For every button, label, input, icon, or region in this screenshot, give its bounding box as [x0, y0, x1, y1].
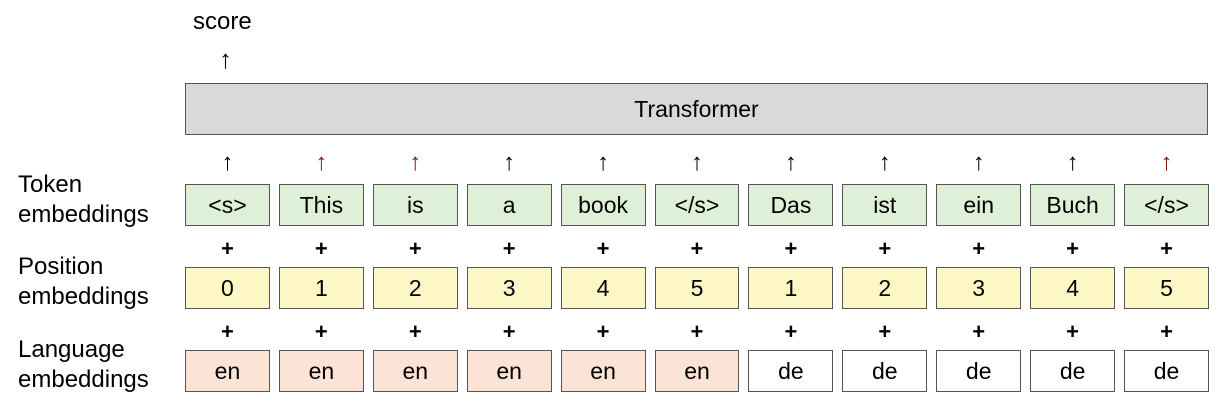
- up-arrow-icon: ↑: [878, 149, 891, 176]
- token-cell: book: [560, 184, 646, 226]
- row-label-line: Language: [18, 336, 125, 363]
- language-cell: en: [278, 350, 364, 392]
- plus-icon: +: [972, 236, 986, 261]
- up-arrow-icon: ↑: [315, 149, 328, 176]
- plus-icon: +: [1066, 236, 1080, 261]
- plus-icon: +: [408, 319, 422, 344]
- language-cell: de: [936, 350, 1022, 392]
- token-embeddings-label: Token embeddings: [18, 170, 149, 230]
- language-cell: en: [466, 350, 552, 392]
- plus-icon: +: [1160, 236, 1173, 261]
- language-cell: en: [560, 350, 646, 392]
- plus-icon: +: [596, 319, 610, 344]
- row-label-line: Token: [18, 171, 83, 198]
- plus-icon: +: [502, 319, 516, 344]
- token-cell: a: [466, 184, 552, 226]
- up-arrow-icon: ↑: [972, 149, 985, 176]
- transformer-block: Transformer: [185, 83, 1208, 135]
- plus-icon: +: [690, 236, 704, 261]
- language-cell: de: [748, 350, 834, 392]
- position-cell: 2: [372, 267, 458, 309]
- token-cell: ist: [842, 184, 928, 226]
- token-cell: <s>: [185, 184, 270, 226]
- token-cell: ein: [936, 184, 1022, 226]
- plus-icon: +: [1066, 319, 1080, 344]
- language-cell: en: [185, 350, 270, 392]
- plus-icon: +: [784, 319, 798, 344]
- up-arrow-icon: ↑: [784, 149, 797, 176]
- token-cell: Das: [748, 184, 834, 226]
- plus-icon: +: [596, 236, 610, 261]
- position-cell: 3: [936, 267, 1022, 309]
- plus-icon: +: [314, 236, 328, 261]
- position-cell: 3: [466, 267, 552, 309]
- up-arrow-icon: ↑: [221, 149, 234, 176]
- row-label-line: Position: [18, 253, 104, 280]
- plus-icon: +: [878, 236, 892, 261]
- position-cell: 1: [748, 267, 834, 309]
- arrows-row: ↑ ↑ ↑ ↑ ↑ ↑ ↑ ↑ ↑ ↑ ↑: [185, 150, 1209, 176]
- plus-icon: +: [878, 319, 892, 344]
- plus-icon: +: [784, 236, 798, 261]
- up-arrow-icon: ↑: [597, 149, 610, 176]
- score-label: score: [193, 8, 252, 35]
- up-arrow-icon: ↑: [1160, 149, 1173, 176]
- language-cell: en: [654, 350, 740, 392]
- position-cell: 4: [1030, 267, 1116, 309]
- position-embeddings-label: Position embeddings: [18, 252, 149, 312]
- position-cell: 4: [560, 267, 646, 309]
- up-arrow-icon: ↑: [1066, 149, 1079, 176]
- plus-icon: +: [690, 319, 704, 344]
- plus-icon: +: [221, 236, 234, 261]
- position-cell: 5: [1124, 267, 1209, 309]
- plus-icon: +: [1160, 319, 1173, 344]
- position-cell: 2: [842, 267, 928, 309]
- row-label-line: embeddings: [18, 366, 149, 393]
- plus-icon: +: [408, 236, 422, 261]
- token-cell: is: [372, 184, 458, 226]
- language-embeddings-label: Language embeddings: [18, 335, 149, 395]
- plus-icon: +: [502, 236, 516, 261]
- position-cell: 5: [654, 267, 740, 309]
- token-cell: This: [278, 184, 364, 226]
- language-cell: en: [372, 350, 458, 392]
- language-cell: de: [842, 350, 928, 392]
- position-cell: 0: [185, 267, 270, 309]
- up-arrow-icon: ↑: [690, 149, 703, 176]
- row-label-line: embeddings: [18, 283, 149, 310]
- language-cell: de: [1030, 350, 1116, 392]
- plus-icon: +: [972, 319, 986, 344]
- token-cell: Buch: [1030, 184, 1116, 226]
- row-label-line: embeddings: [18, 201, 149, 228]
- plus-row-2: + + + + + + + + + + +: [185, 319, 1209, 345]
- up-arrow-icon: ↑: [503, 149, 516, 176]
- plus-row-1: + + + + + + + + + + +: [185, 236, 1209, 262]
- token-cell: </s>: [1124, 184, 1209, 226]
- token-cell: </s>: [654, 184, 740, 226]
- plus-icon: +: [221, 319, 234, 344]
- up-arrow-icon: ↑: [219, 44, 232, 74]
- position-cell: 1: [278, 267, 364, 309]
- language-cell: de: [1124, 350, 1209, 392]
- plus-icon: +: [314, 319, 328, 344]
- up-arrow-icon: ↑: [409, 149, 422, 176]
